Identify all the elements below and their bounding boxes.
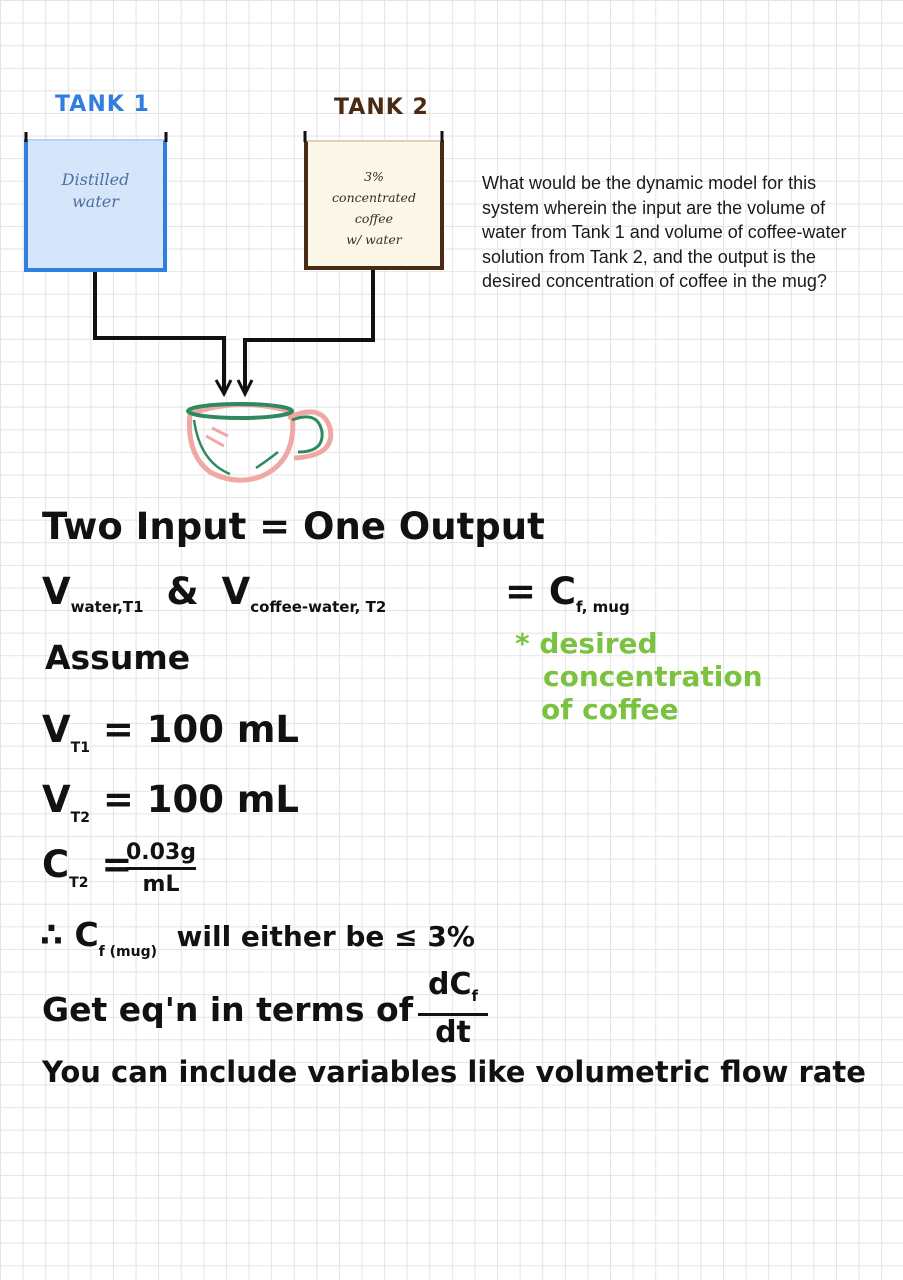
- tank2-content-line4: w/ water: [346, 232, 402, 247]
- notes-therefore: ∴ Cf (mug) will either be ≤ 3%: [40, 915, 475, 960]
- question-text: What would be the dynamic model for this…: [482, 173, 847, 291]
- vt1-symbol: V: [42, 708, 71, 751]
- notes-line-two-input: Two Input = One Output: [42, 505, 545, 548]
- green-annotation-line3: of coffee: [541, 693, 679, 726]
- tank1-content-line2: water: [72, 192, 119, 211]
- derivative-numerator: dCf: [418, 968, 488, 1016]
- pipe-tank2: [243, 270, 375, 392]
- tank2-content-line3: coffee: [354, 211, 394, 226]
- c-mug-subscript: f, mug: [576, 598, 630, 616]
- green-annotation: * desired concentration of coffee: [515, 627, 763, 726]
- v-coffee-subscript: coffee-water, T2: [250, 598, 387, 616]
- tank2-content-line2: concentrated: [332, 190, 416, 205]
- tank1-container: Distilled water: [24, 139, 167, 272]
- tank1-content-label: Distilled water: [28, 169, 163, 213]
- tank1-label: TANK 1: [55, 92, 150, 117]
- derivative-numerator-subscript: f: [471, 987, 479, 1005]
- vt1-subscript: T1: [70, 740, 90, 756]
- v-coffee-symbol: V: [221, 570, 251, 613]
- ct2-fraction: 0.03g mL: [126, 840, 196, 897]
- therefore-subscript: f (mug): [98, 944, 158, 960]
- ct2-numerator: 0.03g: [126, 840, 196, 870]
- tank2-label: TANK 2: [334, 95, 429, 120]
- flow-diagram: [24, 131, 444, 483]
- ampersand: &: [166, 570, 199, 613]
- notes-output-concentration: = Cf, mug: [505, 570, 630, 616]
- notes-assume: Assume: [45, 638, 191, 677]
- ct2-equals: =: [101, 843, 133, 886]
- tank2-content-label: 3% concentrated coffee w/ water: [308, 166, 440, 250]
- ct2-symbol: C: [42, 843, 70, 886]
- notes-get-equation: Get eq'n in terms of: [42, 990, 414, 1029]
- notes-vt1: VT1 = 100 mL: [42, 708, 299, 756]
- ct2-subscript: T2: [69, 875, 89, 891]
- derivative-numerator-text: dC: [427, 967, 472, 1002]
- vt2-value: = 100 mL: [102, 778, 299, 821]
- notes-vt2: VT2 = 100 mL: [42, 778, 299, 826]
- vt2-symbol: V: [42, 778, 71, 821]
- derivative-denominator: dt: [435, 1015, 471, 1050]
- v-water-symbol: V: [42, 570, 71, 613]
- pipe-tank1: [93, 272, 226, 392]
- therefore-symbol: ∴ C: [40, 915, 99, 954]
- notes-ct2: CT2 =: [42, 843, 132, 891]
- arrow-tank1-icon: [214, 379, 233, 398]
- tank2-container: 3% concentrated coffee w/ water: [304, 140, 444, 270]
- derivative-fraction: dCf dt: [418, 968, 488, 1050]
- notes-last-line: You can include variables like volumetri…: [42, 1055, 866, 1089]
- c-mug-symbol: = C: [505, 570, 577, 613]
- ct2-denominator: mL: [142, 872, 180, 897]
- v-water-subscript: water,T1: [70, 598, 144, 616]
- green-annotation-line2: concentration: [543, 660, 763, 693]
- tank1-content-line1: Distilled: [61, 170, 130, 189]
- vt1-value: = 100 mL: [102, 708, 299, 751]
- tank2-content-line1: 3%: [364, 169, 384, 184]
- arrow-tank2-icon: [236, 379, 254, 398]
- coffee-mug-icon: [186, 401, 334, 483]
- therefore-rest: will either be ≤ 3%: [176, 920, 475, 953]
- green-annotation-line1: * desired: [515, 627, 658, 660]
- notes-line-variables: Vwater,T1 & Vcoffee-water, T2: [42, 570, 386, 616]
- vt2-subscript: T2: [70, 810, 90, 826]
